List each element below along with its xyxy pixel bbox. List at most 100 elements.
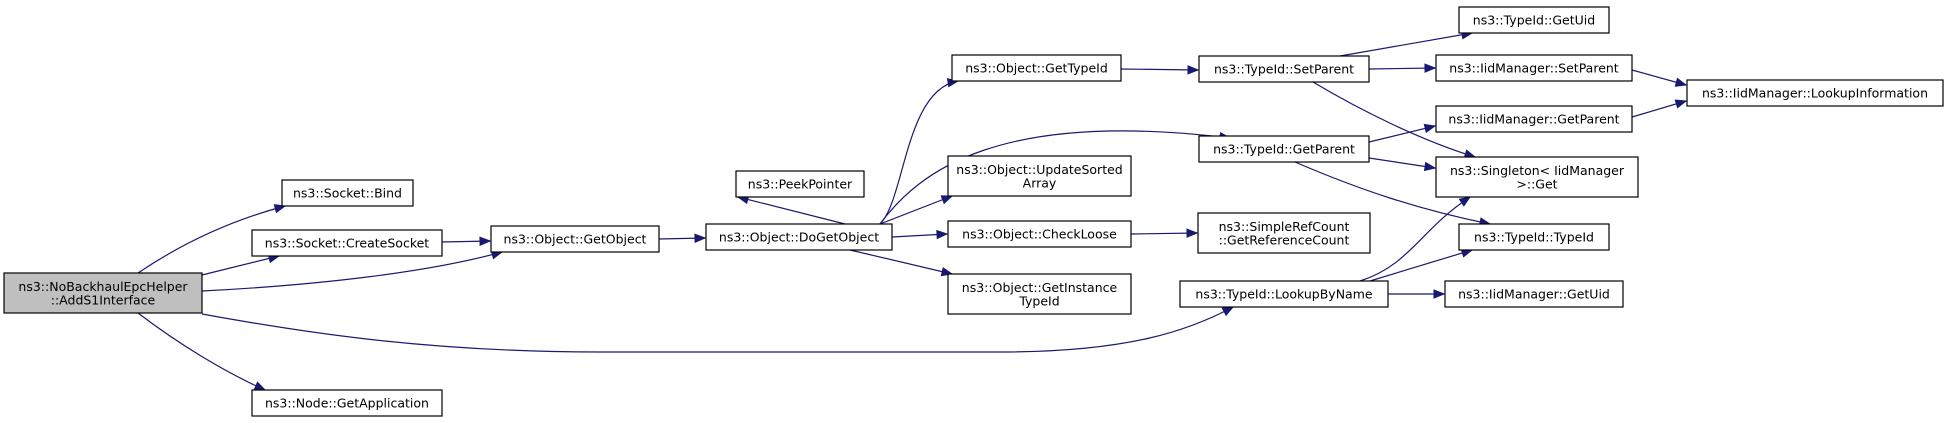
node-lookupbyname[interactable]: ns3::TypeId::LookupByName (1179, 280, 1389, 308)
edge-line (1369, 249, 1473, 282)
edge-setparent-to-getuid (1339, 30, 1474, 57)
node-label: ns3::Socket::Bind (293, 186, 402, 201)
edge-lookupbyname-to-singleton (1359, 196, 1472, 282)
node-peekpointer[interactable]: ns3::PeekPointer (735, 170, 865, 198)
node-gettypeid[interactable]: ns3::Object::GetTypeId (951, 54, 1122, 82)
edge-line (1359, 196, 1471, 282)
edge-line (201, 306, 1234, 353)
node-box (490, 225, 660, 253)
node-box (1458, 6, 1610, 34)
arrowhead (1458, 196, 1472, 207)
node-iid_getuid[interactable]: ns3::IidManager::GetUid (1444, 280, 1624, 308)
node-box (1198, 135, 1370, 163)
edge-line (849, 249, 953, 275)
edge-dogetobject-to-getinstance (849, 249, 954, 277)
node-box (1435, 105, 1633, 133)
node-iid_getparent[interactable]: ns3::IidManager::GetParent (1435, 105, 1633, 133)
node-getparent[interactable]: ns3::TypeId::GetParent (1198, 135, 1370, 163)
edge-checkloose-to-simplerefcount (1130, 228, 1199, 238)
arrowhead (1187, 65, 1200, 75)
edge-layer (137, 30, 1688, 391)
node-getobject[interactable]: ns3::Object::GetObject (490, 225, 660, 253)
node-box (1179, 280, 1389, 308)
arrowhead (479, 236, 492, 246)
node-label: ns3::Node::GetApplication (265, 396, 429, 411)
node-label: TypeId (1018, 293, 1059, 308)
node-label: ::GetReferenceCount (1219, 232, 1350, 247)
edge-dogetobject-to-checkloose (891, 229, 949, 240)
edge-line (879, 80, 959, 225)
arrowhead (694, 233, 707, 243)
edge-dogetobject-to-updatesorted (879, 195, 954, 225)
edge-line (1120, 68, 1199, 71)
node-label: ns3::Socket::CreateSocket (265, 236, 430, 251)
node-label: ns3::SimpleRefCount (1219, 219, 1350, 234)
node-iid_setparent[interactable]: ns3::IidManager::SetParent (1435, 54, 1633, 82)
node-label: ns3::Object::GetObject (504, 232, 647, 247)
edge-root-to-getapplication (137, 312, 267, 391)
node-label: ns3::IidManager::GetUid (1458, 287, 1610, 302)
node-label: ns3::Singleton< IidManager (1450, 163, 1625, 178)
arrowhead (1221, 306, 1235, 317)
node-box (1197, 212, 1371, 254)
arrowhead (936, 229, 949, 240)
edge-lookupbyname-to-iid_getuid (1388, 289, 1446, 299)
node-dogetobject[interactable]: ns3::Object::DoGetObject (705, 223, 893, 251)
node-label: ns3::IidManager::SetParent (1449, 61, 1619, 76)
edge-getparent-to-iid_getparent (1368, 123, 1437, 143)
node-checkloose[interactable]: ns3::Object::CheckLoose (947, 220, 1132, 248)
node-setparent[interactable]: ns3::TypeId::SetParent (1198, 55, 1370, 83)
edge-root-to-lookupbyname (201, 306, 1235, 353)
node-createsocket[interactable]: ns3::Socket::CreateSocket (251, 229, 443, 257)
node-getapplication[interactable]: ns3::Node::GetApplication (251, 389, 443, 417)
edge-line (1368, 157, 1436, 169)
node-label: Array (1023, 175, 1057, 190)
edge-line (1368, 67, 1436, 70)
edge-lookupbyname-to-typeid_ctor (1369, 248, 1474, 282)
edge-gettypeid-to-setparent (1120, 65, 1200, 75)
node-iid_lookupinfo[interactable]: ns3::IidManager::LookupInformation (1686, 79, 1944, 107)
node-simplerefcount[interactable]: ns3::SimpleRefCount::GetReferenceCount (1197, 212, 1371, 254)
node-typeid_ctor[interactable]: ns3::TypeId::TypeId (1458, 223, 1610, 251)
edge-dogetobject-to-peekpointer (736, 194, 846, 225)
node-singleton[interactable]: ns3::Singleton< IidManager>::Get (1435, 156, 1639, 198)
edge-line (1368, 125, 1436, 143)
node-box (1435, 54, 1633, 82)
node-label: ns3::TypeId::TypeId (1474, 230, 1594, 245)
edge-line (201, 255, 280, 276)
edge-line (1339, 32, 1473, 57)
node-root[interactable]: ns3::NoBackhaulEpcHelper::AddS1Interface (3, 272, 203, 314)
node-box (951, 54, 1122, 82)
arrowhead (1424, 63, 1437, 73)
arrowhead (253, 381, 267, 391)
arrowhead (1674, 99, 1688, 109)
edge-line (137, 312, 266, 391)
arrowhead (1433, 289, 1446, 299)
edge-iid_setparent-to-iid_lookupinfo (1631, 69, 1688, 87)
node-label: ns3::TypeId::GetUid (1473, 13, 1595, 28)
edge-root-to-getobject (201, 250, 504, 292)
node-bind[interactable]: ns3::Socket::Bind (281, 179, 414, 207)
node-box (281, 179, 414, 207)
edge-dogetobject-to-gettypeid (879, 78, 960, 225)
arrowhead (1423, 123, 1437, 134)
node-box (1198, 55, 1370, 83)
edge-line (879, 130, 1231, 225)
node-getuid[interactable]: ns3::TypeId::GetUid (1458, 6, 1610, 34)
node-box (735, 170, 865, 198)
node-label: ns3::TypeId::LookupByName (1195, 287, 1372, 302)
node-label: ns3::IidManager::GetParent (1448, 112, 1619, 127)
node-layer: ns3::NoBackhaulEpcHelper::AddS1Interface… (3, 6, 1944, 417)
node-label: ns3::PeekPointer (748, 177, 853, 192)
node-box (947, 273, 1132, 315)
node-label: ns3::NoBackhaulEpcHelper (18, 279, 188, 294)
edge-root-to-createsocket (201, 253, 281, 276)
node-box (1686, 79, 1944, 107)
node-label: ns3::IidManager::LookupInformation (1702, 86, 1928, 101)
edge-line (1294, 161, 1491, 225)
edge-getobject-to-dogetobject (658, 233, 707, 243)
node-box (3, 272, 203, 314)
edge-setparent-to-iid_setparent (1368, 63, 1437, 73)
